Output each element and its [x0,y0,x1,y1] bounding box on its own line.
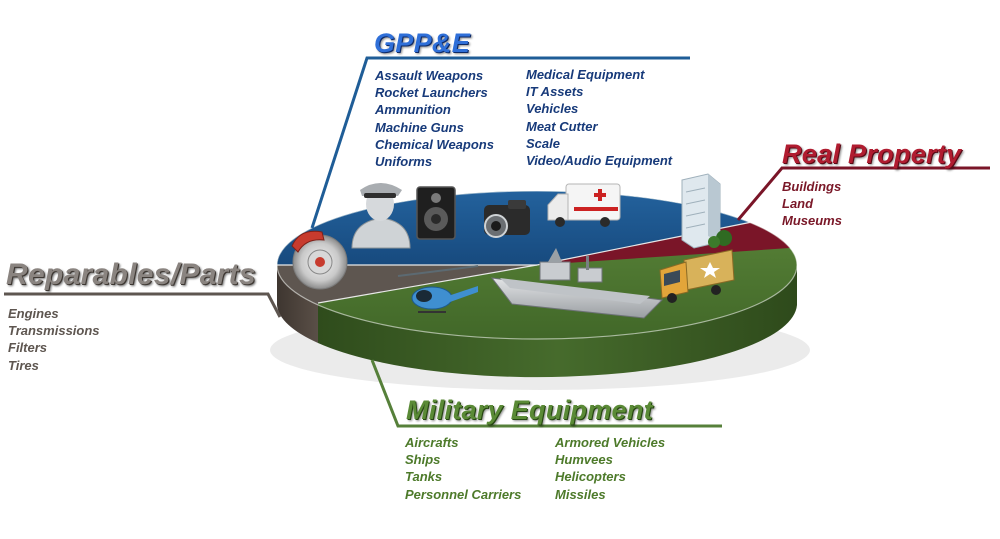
soldier-icon [351,183,411,249]
list-item: Buildings [782,179,842,194]
list-item: Personnel Carriers [405,486,522,502]
list-item: Armored Vehicles [555,435,666,450]
military-equipment-title: Military Equipment [406,395,653,425]
real-property-title: Real Property [782,139,962,169]
gpp-e-list-left: Assault Weapons Rocket Launchers Ammunit… [375,67,494,170]
list-item: Land [782,196,814,212]
list-item: Museums [782,213,842,229]
ambulance-icon [547,183,621,227]
slice-real-property [537,195,797,265]
list-item: Rocket Launchers [375,85,488,101]
list-item: Medical Equipment [526,67,645,82]
list-item: Scale [526,135,560,151]
real-property-list: Buildings Land Museums [782,178,842,230]
pie-side-green [318,265,797,378]
list-item: Engines [8,306,59,321]
list-item: Tires [8,357,39,373]
gpp-e-list-right: Medical Equipment IT Assets Vehicles Mea… [526,66,672,169]
list-item: Uniforms [375,154,433,170]
camcorder-icon [484,200,530,238]
list-item: Meat Cutter [526,118,598,134]
list-item: Ships [405,452,441,468]
list-item: Aircrafts [405,435,459,450]
building-icon [681,173,732,249]
list-item: Assault Weapons [375,68,484,83]
brake-caliper-icon [291,230,325,253]
list-item: Machine Guns [375,119,464,135]
list-item: Video/Audio Equipment [526,153,673,169]
military-equipment-list-left: Aircrafts Ships Tanks Personnel Carriers [405,434,521,503]
list-item: Ammunition [375,102,451,118]
speaker-icon [416,186,456,240]
list-item: Chemical Weapons [375,136,494,152]
list-item: Helicopters [555,469,626,485]
military-leader-line [370,359,722,428]
list-item: Vehicles [526,101,579,117]
helicopter-icon [397,265,479,313]
list-item: Filters [8,340,48,356]
reparables-parts-title: Reparables/Parts [6,258,256,291]
ship-icon [490,248,664,319]
list-item: Missiles [555,486,606,502]
reparables-parts-list: Engines Transmissions Filters Tires [8,305,100,374]
list-item: Humvees [555,452,613,468]
real-property-leader-line [736,166,990,221]
list-item: Tanks [405,469,443,485]
reparables-leader-line [4,292,282,318]
military-equipment-list-right: Armored Vehicles Humvees Helicopters Mis… [555,434,665,503]
gpp-leader-line [310,56,690,229]
truck-icon [659,249,735,303]
list-item: IT Assets [526,84,584,100]
brake-rotor-icon [292,234,348,290]
list-item: Transmissions [8,323,100,339]
gpp-e-title: GPP&E [374,28,471,58]
